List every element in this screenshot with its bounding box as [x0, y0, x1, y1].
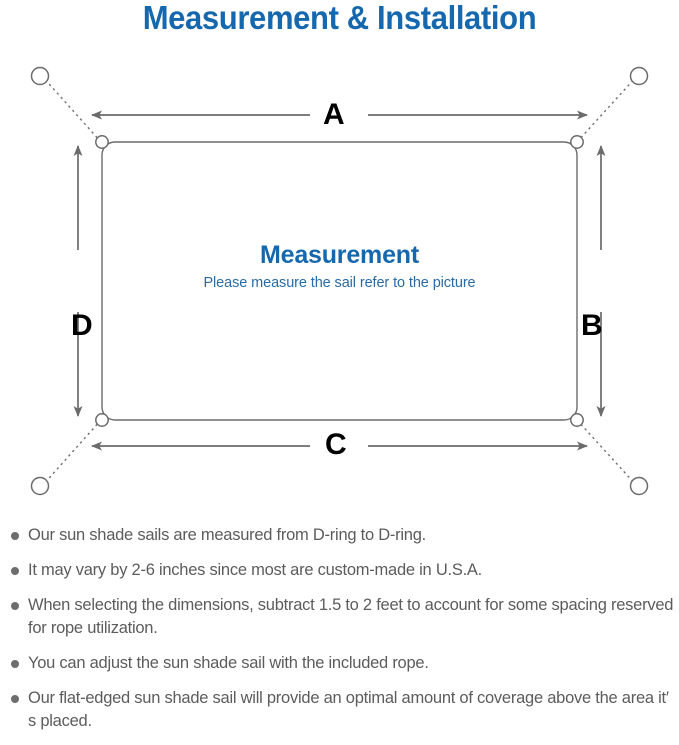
bullet-dot-icon: [11, 532, 19, 540]
bullet-dot-icon: [11, 567, 19, 575]
note-text: Our flat-edged sun shade sail will provi…: [28, 689, 669, 730]
anchor-ring-top-left: [30, 66, 50, 86]
list-item: It may vary by 2-6 inches since most are…: [0, 559, 679, 582]
notes-list: Our sun shade sails are measured from D-…: [0, 524, 679, 745]
d-ring-bottom-right: [570, 413, 584, 427]
bullet-dot-icon: [11, 695, 19, 703]
d-ring-top-right: [570, 135, 584, 149]
d-ring-top-left: [95, 135, 109, 149]
list-item: You can adjust the sun shade sail with t…: [0, 652, 679, 675]
anchor-ring-top-right: [629, 66, 649, 86]
anchor-ring-bottom-left: [30, 476, 50, 496]
dimension-label-d: D: [71, 309, 93, 342]
sail-diagram-svg: [30, 66, 649, 496]
rope-bottom-left: [41, 419, 102, 487]
list-item: Our sun shade sails are measured from D-…: [0, 524, 679, 547]
d-ring-bottom-left: [95, 413, 109, 427]
rope-top-left: [41, 75, 102, 143]
d-rings: [95, 135, 584, 427]
bullet-dot-icon: [11, 660, 19, 668]
dimension-label-b: B: [581, 309, 603, 342]
measurement-diagram: Measurement Please measure the sail refe…: [0, 50, 679, 510]
dimension-label-a: A: [323, 98, 345, 131]
rope-top-right: [576, 75, 638, 143]
list-item: When selecting the dimensions, subtract …: [0, 594, 679, 640]
note-text: You can adjust the sun shade sail with t…: [28, 654, 429, 672]
dimension-label-c: C: [325, 428, 347, 461]
page-title: Measurement & Installation: [142, 0, 537, 36]
anchor-ring-bottom-right: [629, 476, 649, 496]
anchor-rings: [30, 66, 649, 496]
note-text: It may vary by 2-6 inches since most are…: [28, 561, 483, 579]
note-text: When selecting the dimensions, subtract …: [28, 596, 674, 637]
note-text: Our sun shade sails are measured from D-…: [28, 526, 426, 544]
rope-bottom-right: [576, 419, 638, 487]
sail-body: [101, 141, 578, 421]
bullet-dot-icon: [11, 602, 19, 610]
list-item: Our flat-edged sun shade sail will provi…: [0, 687, 679, 733]
